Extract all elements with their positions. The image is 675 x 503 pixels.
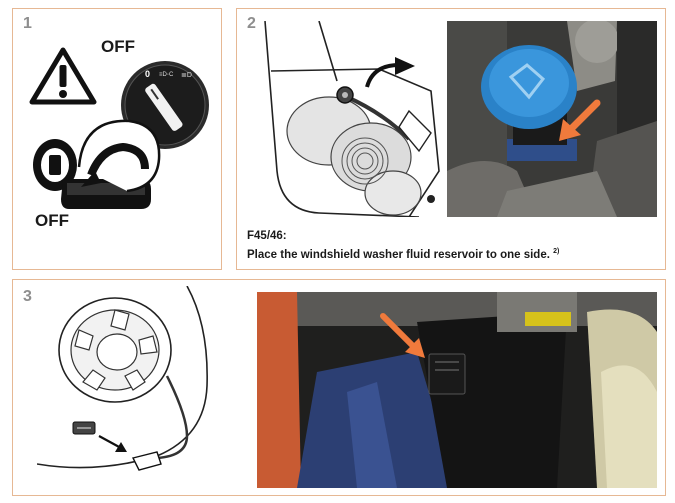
connector-photo: [257, 292, 657, 488]
connector-illustration: [37, 286, 208, 471]
instruction-text: Place the windshield washer fluid reserv…: [247, 244, 657, 263]
engine-bay-illustration: [259, 21, 445, 217]
step-1-panel: 1 OFF 0 ≡D◦C ≣D OFF: [12, 8, 222, 270]
step-number: 1: [23, 15, 32, 32]
model-label: F45/46:: [247, 230, 287, 242]
step-number: 3: [23, 288, 32, 305]
rotate-arrow-icon: [77, 119, 161, 193]
washer-reservoir-photo: [447, 21, 657, 217]
light-switch-off-label: OFF: [101, 37, 135, 56]
instruction-body: Place the windshield washer fluid reserv…: [247, 248, 550, 261]
rotate-arrow-icon: [365, 57, 415, 88]
step-number: 2: [247, 15, 256, 32]
step-2-panel: 2: [236, 8, 666, 270]
ignition-key-icon: [33, 139, 151, 209]
svg-text:0: 0: [145, 69, 150, 79]
key-off-label: OFF: [35, 211, 69, 230]
footnote-ref: 2): [553, 248, 560, 255]
svg-text:≣D: ≣D: [181, 70, 192, 79]
svg-text:≡D◦C: ≡D◦C: [159, 72, 174, 78]
step-2-caption: F45/46: Place the windshield washer flui…: [247, 229, 657, 263]
step-3-panel: 3: [12, 279, 666, 496]
warning-triangle-icon: [29, 47, 97, 105]
